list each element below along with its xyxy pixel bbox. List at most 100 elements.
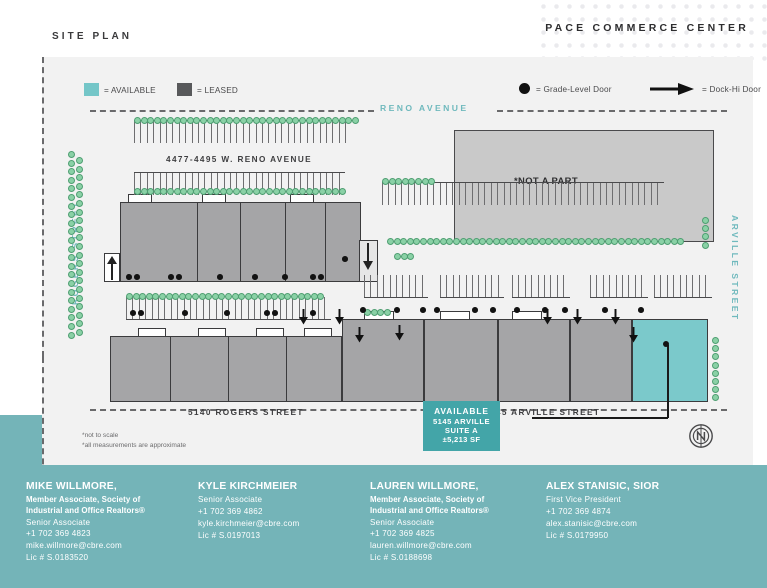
contact-license: Lic # S.0179950 — [546, 530, 609, 540]
contact-email[interactable]: mike.willmore@cbre.com — [26, 541, 123, 551]
parking-stall — [407, 183, 409, 205]
parking-stall — [512, 275, 513, 297]
tree-icon — [233, 117, 240, 124]
parking-stall — [606, 183, 607, 205]
contact-phone[interactable]: +1 702 369 4862 — [198, 507, 263, 517]
parking-stall — [236, 173, 238, 195]
tree-icon — [644, 238, 652, 245]
dock-hi-door-icon — [611, 309, 620, 325]
contact-email[interactable]: alex.stanisic@cbre.com — [546, 518, 638, 528]
tree-icon — [415, 178, 422, 185]
tree-icon — [252, 188, 260, 195]
parking-stall — [281, 121, 283, 143]
parking-stall — [370, 275, 372, 297]
north-compass-icon — [689, 424, 713, 448]
dock-hi-door-icon — [355, 327, 364, 343]
footnote-approximate: *all measurements are approximate — [82, 441, 187, 449]
tree-icon — [407, 253, 415, 260]
parking-stall — [421, 275, 423, 297]
tree-icon — [466, 238, 474, 245]
parking-stall — [550, 275, 552, 297]
contact-phone[interactable]: +1 702 369 4823 — [26, 529, 91, 539]
parking-stall — [151, 297, 153, 319]
parking-stall — [452, 275, 454, 297]
building-rogers-street — [110, 336, 342, 402]
tree-icon — [126, 293, 133, 300]
tree-icon — [325, 188, 333, 195]
available-callout[interactable]: AVAILABLE 5145 ARVILLE SUITE A ±5,213 SF — [423, 401, 500, 451]
tree-icon — [193, 117, 201, 124]
parking-stall — [497, 275, 499, 297]
dock-hi-door-icon — [543, 309, 552, 325]
tree-icon — [145, 293, 153, 300]
parking-stall — [146, 173, 148, 195]
tree-icon — [211, 293, 219, 300]
parking-stall — [660, 275, 662, 297]
tree-icon — [186, 117, 194, 124]
tree-icon — [180, 188, 188, 195]
parking-stall — [306, 121, 308, 143]
parking-stall — [294, 173, 295, 195]
parking-stall — [318, 297, 319, 319]
tree-icon — [400, 238, 408, 245]
parking-stall — [230, 173, 231, 195]
tree-icon — [393, 238, 401, 245]
parking-stall — [420, 183, 422, 205]
parking-stall — [554, 183, 556, 205]
parking-stall — [159, 121, 161, 143]
tree-icon — [382, 178, 389, 185]
building-arville-suite-a-available[interactable] — [632, 319, 708, 402]
grade-level-door-icon — [176, 274, 182, 280]
tree-icon — [68, 176, 75, 184]
parking-stall — [548, 183, 550, 205]
parking-stall — [686, 275, 687, 297]
parking-stall — [465, 183, 467, 205]
contact-email[interactable]: kyle.kirchmeier@cbre.com — [198, 518, 300, 528]
parking-stall — [266, 297, 268, 319]
contact-designation-line1: Member Associate, Society of — [26, 495, 141, 505]
tree-icon — [266, 117, 273, 124]
tree-icon — [292, 117, 300, 124]
parking-stall — [383, 275, 385, 297]
parking-stall — [260, 297, 262, 319]
curb-line — [134, 172, 346, 174]
curb-line — [512, 297, 570, 299]
parking-stall — [138, 297, 140, 319]
setback-notch — [198, 328, 226, 337]
tree-icon — [225, 293, 232, 300]
parking-stall — [223, 121, 225, 143]
contact-phone[interactable]: +1 702 369 4825 — [370, 529, 435, 539]
tree-icon — [76, 286, 83, 293]
contact-title: Senior Associate — [198, 495, 263, 505]
parking-stall — [279, 297, 281, 319]
building-label-rogers: 5140 ROGERS STREET — [188, 408, 304, 417]
tree-icon — [76, 277, 83, 285]
parking-stall — [222, 297, 223, 319]
tree-icon — [226, 188, 234, 195]
tree-icon — [264, 293, 272, 300]
parking-stall — [484, 275, 486, 297]
unit-divider — [170, 337, 172, 402]
parking-stall — [426, 183, 428, 205]
tree-icon — [68, 271, 75, 279]
tree-icon — [446, 238, 454, 245]
grade-level-door-icon — [310, 310, 316, 316]
parking-stall — [388, 183, 390, 205]
parking-stall — [490, 183, 492, 205]
contact-email[interactable]: lauren.willmore@cbre.com — [370, 541, 472, 551]
tree-icon — [251, 293, 259, 300]
tree-icon — [292, 188, 300, 195]
grade-level-door-icon — [602, 307, 608, 313]
setback-notch — [256, 328, 284, 337]
tree-icon — [538, 238, 546, 245]
tree-icon — [578, 238, 586, 245]
grade-level-door-icon — [310, 274, 316, 280]
contact-phone[interactable]: +1 702 369 4874 — [546, 507, 611, 517]
parking-stall — [478, 183, 479, 205]
contact-title: Senior Associate — [26, 517, 91, 527]
parking-stall — [396, 275, 397, 297]
tree-icon — [76, 157, 83, 164]
dock-hi-door-icon — [335, 309, 344, 325]
tree-icon — [604, 238, 612, 245]
grade-level-door-icon — [638, 307, 644, 313]
